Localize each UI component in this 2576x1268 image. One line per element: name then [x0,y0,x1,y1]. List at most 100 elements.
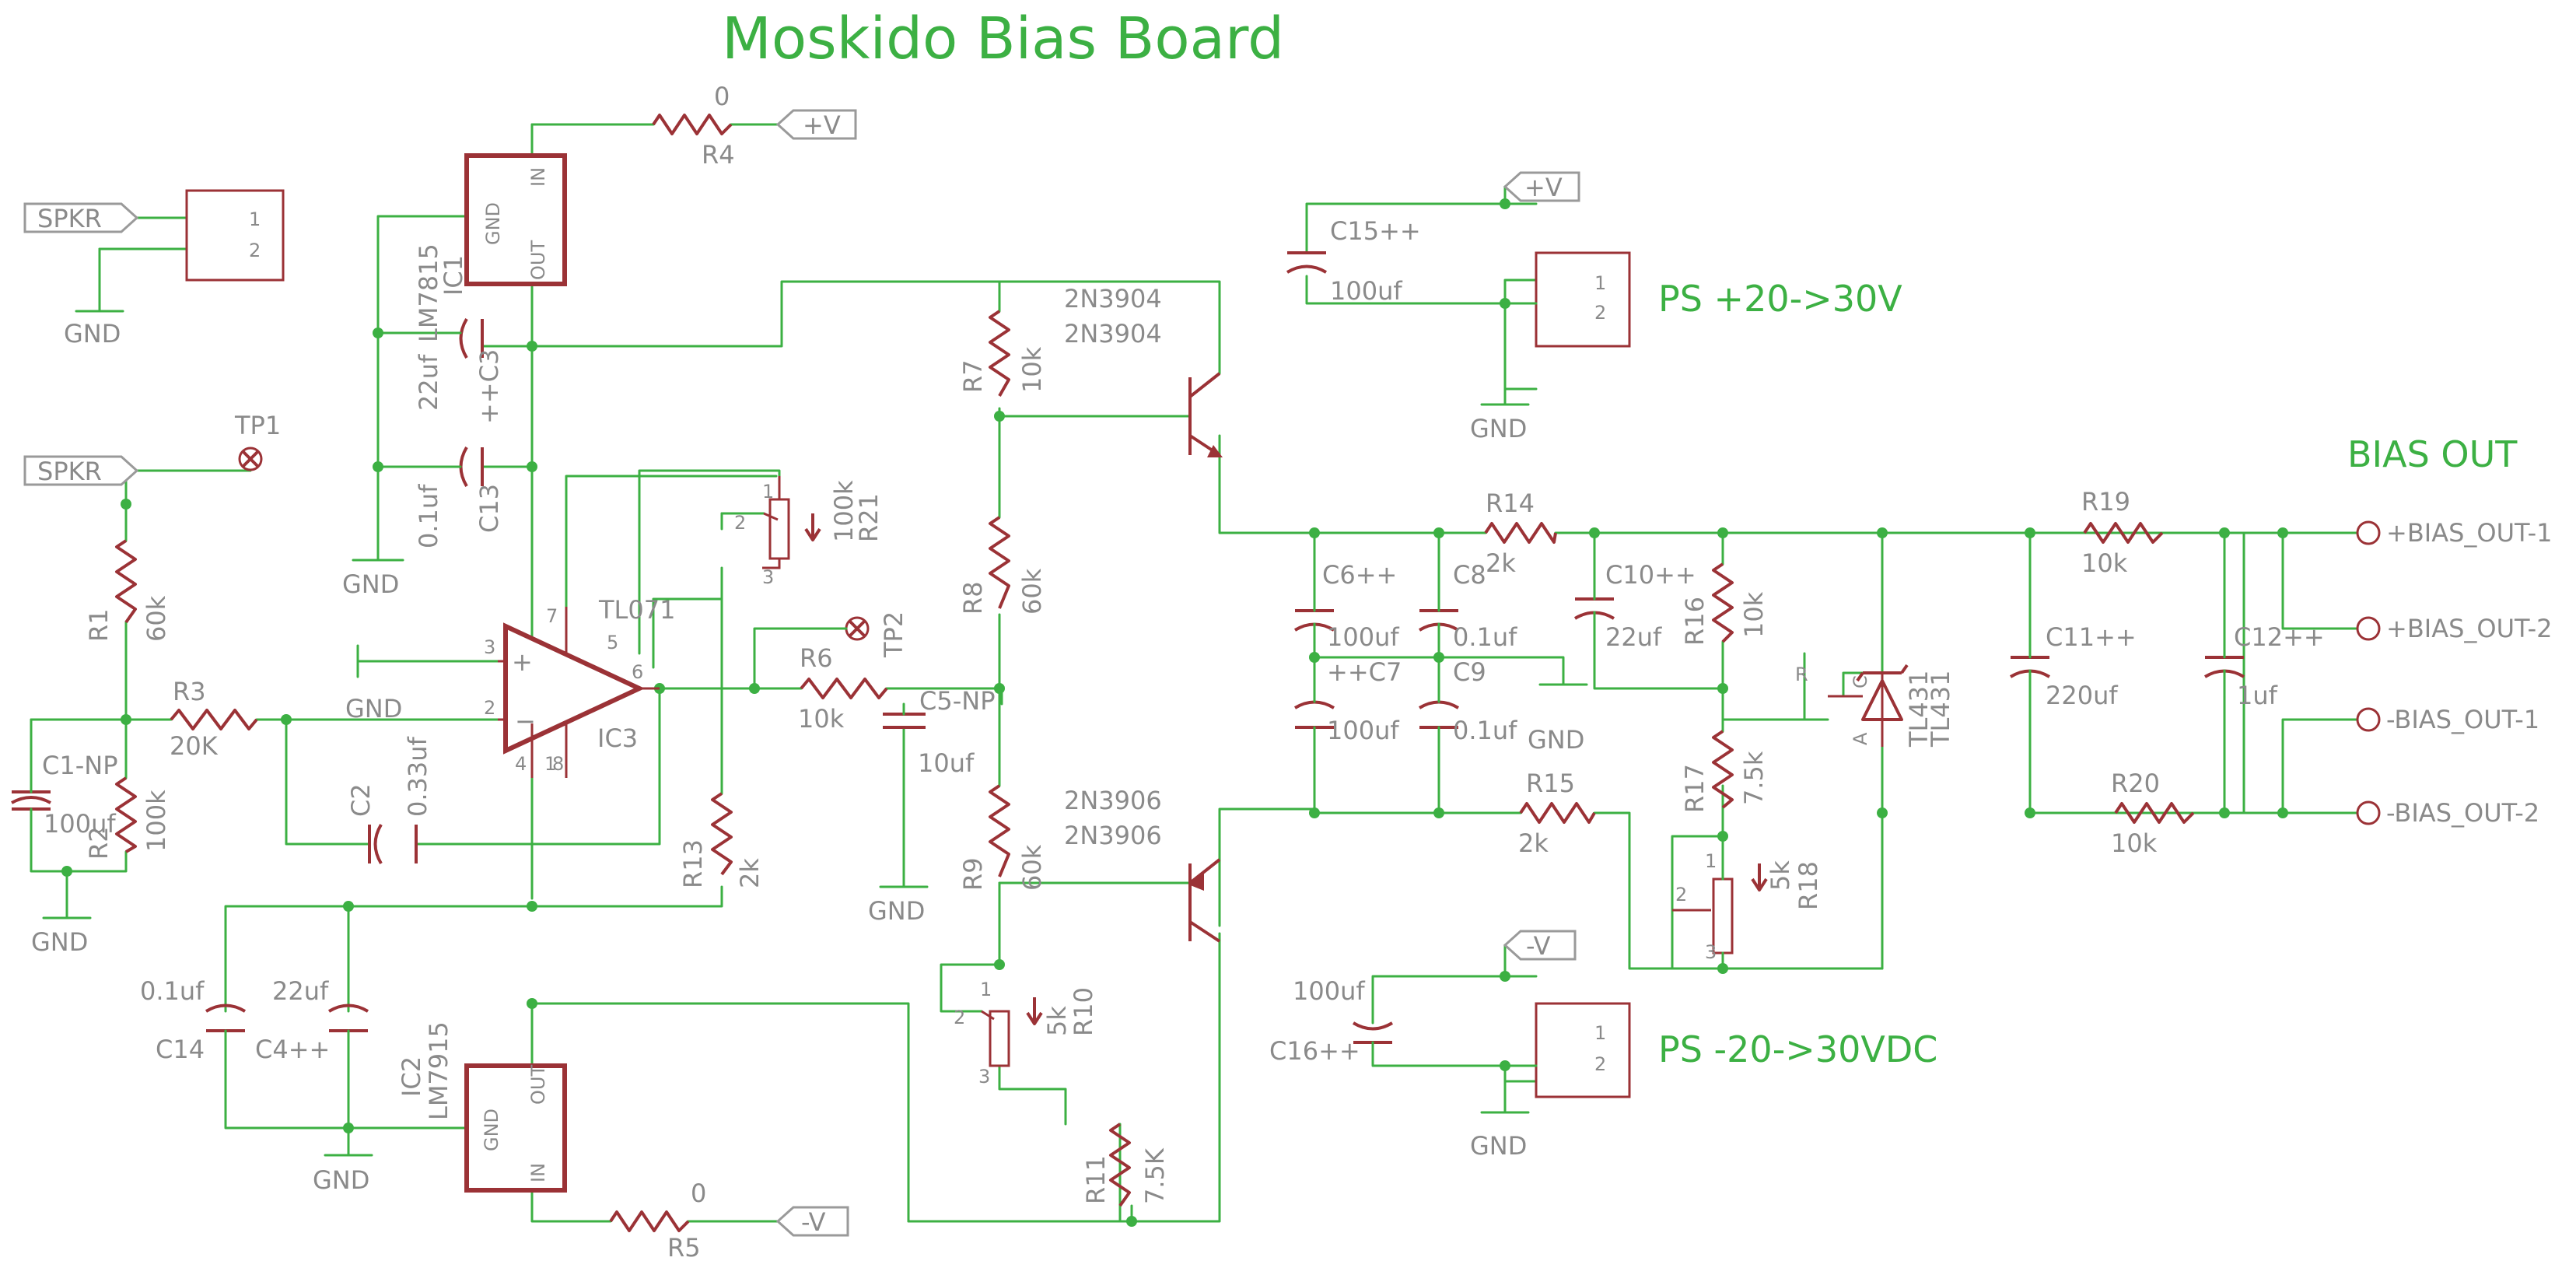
gnd-label: GND [1470,414,1527,443]
svg-text:100uf: 100uf [1327,716,1399,745]
ic2-regulator: GND OUT IN [464,1063,567,1193]
svg-text:1: 1 [980,979,992,1000]
svg-text:-V: -V [1526,931,1551,961]
svg-text:R10: R10 [1069,987,1098,1036]
capacitor-c13 [459,446,484,488]
svg-text:R21: R21 [854,493,884,542]
svg-text:22uf: 22uf [1605,622,1662,652]
ic1-value: LM7815 [414,243,443,342]
ic1-regulator: GND OUT IN [464,153,567,286]
resistor-r4 [652,114,733,135]
svg-text:GND: GND [482,202,504,245]
svg-text:+: + [512,647,533,677]
svg-text:R4: R4 [702,140,735,170]
svg-text:C1-NP: C1-NP [42,751,117,780]
svg-text:C14: C14 [156,1035,205,1064]
svg-text:3: 3 [978,1066,990,1088]
svg-text:1: 1 [544,753,556,775]
resistor-r2 [115,776,137,853]
svg-text:C12++: C12++ [2234,622,2325,652]
svg-text:R6: R6 [800,643,833,673]
port-nv-ps: -V [1503,930,1577,961]
svg-text:0.33uf: 0.33uf [403,736,432,817]
gnd-label: GND [1528,725,1584,755]
speaker-connector: 1 2 [185,189,285,282]
q-npn-value: 2N3904 [1064,319,1162,349]
junctions [61,198,2288,1227]
gnd-label: GND [31,927,88,957]
ic3-opamp: + − 3 2 6 5 7 1 4 8 [484,605,660,778]
svg-text:2: 2 [954,1007,965,1028]
svg-text:R2: R2 [84,826,114,860]
tl431-regulator: R A C [1795,664,1909,747]
ps-pos-connector: 1 2 [1535,251,1631,348]
svg-text:7: 7 [546,605,558,627]
svg-text:R1: R1 [84,608,114,642]
svg-text:R18: R18 [1794,861,1823,910]
svg-text:GND: GND [481,1109,502,1151]
svg-text:R19: R19 [2081,487,2130,517]
schematic-title: Moskido Bias Board [722,5,1284,72]
ic2-value: LM7915 [424,1021,453,1120]
svg-text:0.1uf: 0.1uf [1453,716,1517,745]
svg-text:10k: 10k [1739,591,1769,638]
tl431-name: TL431 [1904,671,1934,748]
resistor-r17 [1712,730,1734,809]
q-pnp-value: 2N3906 [1064,821,1162,850]
port-nv-bottom: -V [775,1206,849,1237]
svg-text:C4++: C4++ [255,1035,330,1064]
svg-text:C16++: C16++ [1269,1036,1360,1066]
svg-text:R7: R7 [958,359,988,393]
bias-out-3-label: -BIAS_OUT-1 [2386,705,2539,734]
svg-text:10k: 10k [2081,548,2128,578]
resistor-r9 [989,784,1010,877]
svg-text:R15: R15 [1526,769,1575,798]
svg-text:5k: 5k [1766,860,1795,891]
q-npn-2n3904 [1188,372,1223,457]
svg-text:100uf: 100uf [44,809,116,839]
svg-text:8: 8 [552,753,564,775]
svg-text:100k: 100k [142,790,171,852]
svg-text:7.5K: 7.5K [1140,1147,1170,1204]
capacitor-c1 [11,790,51,811]
svg-text:0: 0 [714,82,730,111]
resistor-r14 [1484,522,1557,544]
tp2-label: TP2 [879,611,908,658]
port-pv-top: +V [775,109,857,140]
svg-text:R13: R13 [678,839,708,888]
svg-text:5k: 5k [1042,1006,1072,1036]
resistor-r3 [170,709,258,730]
resistor-r15 [1519,802,1596,824]
resistor-r8 [989,516,1010,609]
svg-text:OUT: OUT [527,1065,549,1105]
capacitor-c15 [1286,251,1328,274]
bias-out-terminals [2356,520,2381,825]
svg-text:+V: +V [803,110,841,140]
q-pnp-label: 2N3906 [1064,786,1162,815]
svg-text:C: C [1850,675,1871,688]
q-npn-label: 2N3904 [1064,284,1162,313]
svg-text:R: R [1795,664,1808,685]
gnd-label: GND [1470,1131,1527,1161]
svg-text:100k: 100k [829,480,859,542]
bias-out-1-label: +BIAS_OUT-1 [2386,518,2553,548]
svg-text:3: 3 [484,636,495,658]
port-pv-ps: +V [1503,171,1580,202]
svg-text:C6++: C6++ [1322,560,1397,590]
q-pnp-2n3906 [1188,858,1221,943]
svg-text:0: 0 [691,1179,706,1208]
ic1-name: IC1 [439,255,468,296]
svg-text:C2: C2 [346,783,376,817]
svg-text:10uf: 10uf [918,748,975,778]
port-spkr-2: SPKR [23,455,139,486]
resistor-r7 [989,310,1010,397]
svg-text:C15++: C15++ [1330,216,1421,246]
gnd-label: GND [313,1165,369,1195]
gnd-label: GND [868,896,925,926]
svg-text:60k: 60k [1017,568,1047,615]
gnd-label: GND [345,694,402,723]
resistor-r1 [115,539,137,624]
svg-text:R17: R17 [1680,764,1710,813]
svg-text:C10++: C10++ [1605,560,1696,590]
